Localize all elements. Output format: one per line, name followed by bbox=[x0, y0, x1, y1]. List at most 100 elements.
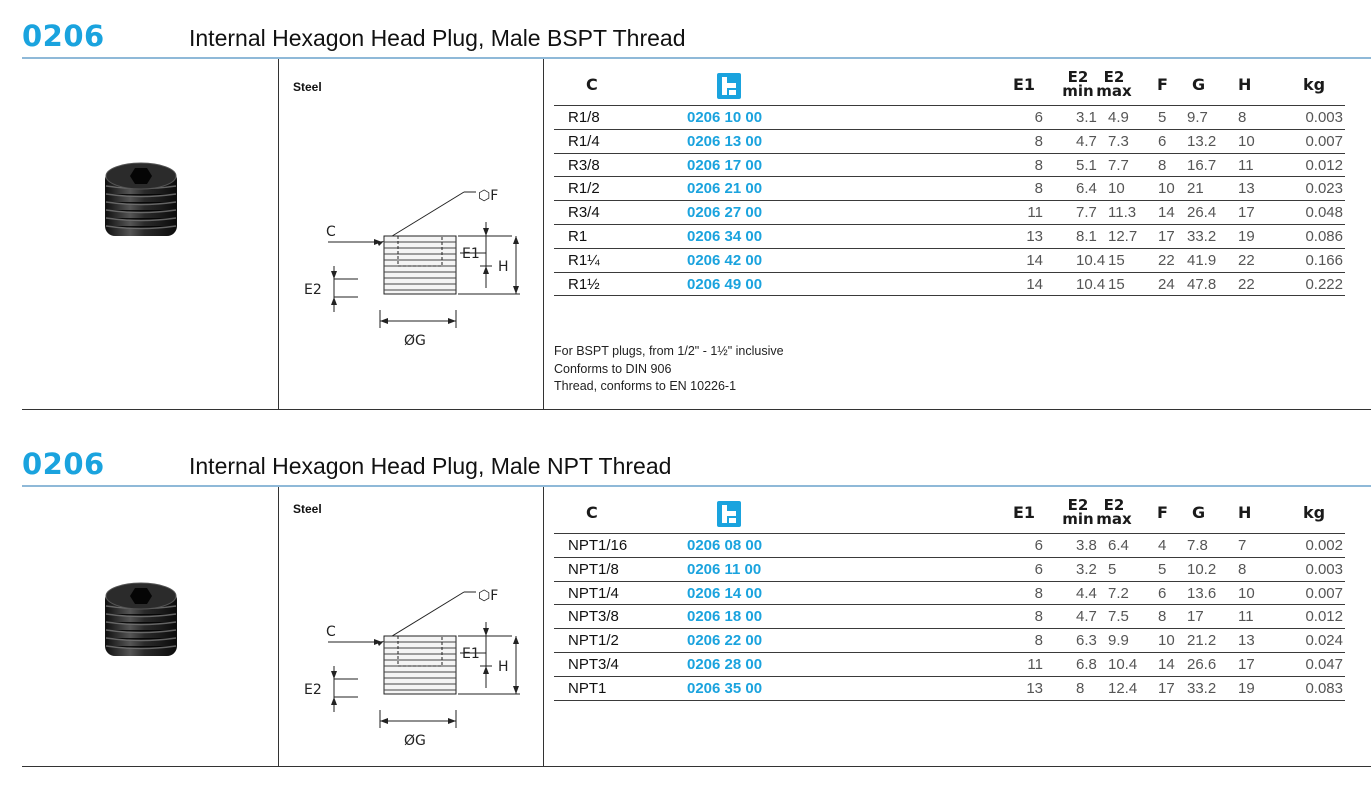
cell-kg: 0.047 bbox=[1305, 655, 1343, 673]
cell-g: 13.6 bbox=[1187, 584, 1217, 602]
technical-drawing: ⬡F C E1 H E2 ØG bbox=[304, 188, 520, 348]
article-number: 0206 35 00 bbox=[687, 679, 763, 697]
material-label: Steel bbox=[293, 502, 322, 516]
cell-c: R1/2 bbox=[568, 180, 600, 198]
cell-g: 41.9 bbox=[1187, 251, 1217, 269]
header-c: C bbox=[586, 75, 598, 94]
label-e1: E1 bbox=[462, 646, 480, 662]
section-code: 0206 bbox=[22, 447, 105, 481]
cell-h: 7 bbox=[1238, 537, 1247, 554]
cell-g: 26.4 bbox=[1187, 204, 1217, 222]
section-code: 0206 bbox=[22, 19, 105, 53]
cell-g: 7.8 bbox=[1187, 537, 1208, 554]
cell-c: R1½ bbox=[568, 275, 600, 293]
cell-f: 5 bbox=[1158, 560, 1167, 578]
cell-g: 47.8 bbox=[1187, 275, 1217, 293]
cell-h: 13 bbox=[1238, 632, 1255, 650]
label-g: ØG bbox=[404, 333, 426, 348]
label-g: ØG bbox=[404, 733, 426, 748]
notes: For BSPT plugs, from 1/2" - 1½" inclusiv… bbox=[554, 343, 784, 396]
header-f: F bbox=[1157, 75, 1168, 94]
brand-logo-icon bbox=[717, 73, 741, 99]
label-h: H bbox=[498, 259, 509, 275]
cell-e2-min: 10.4 bbox=[1076, 251, 1106, 269]
section-npt: 0206 Internal Hexagon Head Plug, Male NP… bbox=[0, 446, 1371, 768]
cell-g: 21 bbox=[1187, 180, 1204, 198]
cell-e2-min: 6.8 bbox=[1076, 655, 1097, 673]
header-g: G bbox=[1192, 75, 1206, 94]
cell-e2-min: 8 bbox=[1076, 679, 1085, 697]
cell-c: R1 bbox=[568, 227, 588, 245]
cell-c: NPT3/4 bbox=[568, 655, 619, 673]
cell-e2-min: 4.4 bbox=[1076, 584, 1097, 602]
cell-g: 33.2 bbox=[1187, 679, 1217, 697]
header-f: F bbox=[1157, 503, 1168, 522]
cell-g: 9.7 bbox=[1187, 109, 1208, 126]
header-h: H bbox=[1238, 503, 1252, 522]
cell-e2-min: 6.4 bbox=[1076, 180, 1097, 198]
cell-e1: 8 bbox=[1034, 156, 1043, 174]
cell-f: 24 bbox=[1158, 275, 1175, 293]
cell-c: NPT1/16 bbox=[568, 537, 628, 554]
cell-c: R1/8 bbox=[568, 109, 600, 126]
cell-e1: 8 bbox=[1034, 632, 1043, 650]
cell-f: 14 bbox=[1158, 204, 1175, 222]
section-title: Internal Hexagon Head Plug, Male BSPT Th… bbox=[189, 25, 686, 51]
cell-e2-min: 10.4 bbox=[1076, 275, 1106, 293]
cell-e2-max: 10 bbox=[1108, 180, 1125, 198]
material-label: Steel bbox=[293, 80, 322, 94]
cell-kg: 0.007 bbox=[1305, 584, 1343, 602]
plug-photo bbox=[105, 582, 177, 656]
plug-photo bbox=[105, 162, 177, 236]
cell-kg: 0.002 bbox=[1305, 537, 1343, 554]
cell-h: 19 bbox=[1238, 679, 1255, 697]
article-number: 0206 21 00 bbox=[687, 180, 763, 198]
cell-g: 21.2 bbox=[1187, 632, 1217, 650]
cell-e1: 13 bbox=[1026, 227, 1043, 245]
cell-e2-max: 10.4 bbox=[1108, 655, 1138, 673]
technical-drawing: ⬡F C E1 H E2 ØG bbox=[304, 588, 520, 748]
article-number: 0206 34 00 bbox=[687, 227, 763, 245]
cell-kg: 0.083 bbox=[1305, 679, 1343, 697]
cell-e2-max: 7.7 bbox=[1108, 156, 1129, 174]
article-number: 0206 22 00 bbox=[687, 632, 763, 650]
cell-e2-max: 15 bbox=[1108, 251, 1125, 269]
cell-f: 17 bbox=[1158, 227, 1175, 245]
cell-h: 13 bbox=[1238, 180, 1255, 198]
cell-g: 17 bbox=[1187, 608, 1204, 626]
note-line: For BSPT plugs, from 1/2" - 1½" inclusiv… bbox=[554, 344, 784, 358]
cell-f: 6 bbox=[1158, 132, 1167, 150]
cell-f: 6 bbox=[1158, 584, 1167, 602]
cell-f: 10 bbox=[1158, 180, 1175, 198]
cell-kg: 0.012 bbox=[1305, 156, 1343, 174]
header-h: H bbox=[1238, 75, 1252, 94]
cell-c: NPT1/2 bbox=[568, 632, 619, 650]
cell-kg: 0.086 bbox=[1305, 227, 1343, 245]
column-divider bbox=[278, 59, 279, 410]
article-number: 0206 10 00 bbox=[687, 109, 763, 126]
section-bspt: 0206 Internal Hexagon Head Plug, Male BS… bbox=[0, 18, 1371, 410]
note-line: Conforms to DIN 906 bbox=[554, 361, 672, 376]
article-number: 0206 17 00 bbox=[687, 156, 763, 174]
cell-e1: 11 bbox=[1027, 204, 1043, 222]
cell-f: 8 bbox=[1158, 608, 1167, 626]
cell-h: 8 bbox=[1238, 109, 1247, 126]
cell-e2-max: 7.3 bbox=[1108, 132, 1129, 150]
cell-e2-max: 4.9 bbox=[1108, 109, 1129, 126]
cell-f: 10 bbox=[1158, 632, 1175, 650]
article-number: 0206 18 00 bbox=[687, 608, 763, 626]
label-e2: E2 bbox=[304, 682, 322, 698]
column-divider bbox=[543, 487, 544, 767]
